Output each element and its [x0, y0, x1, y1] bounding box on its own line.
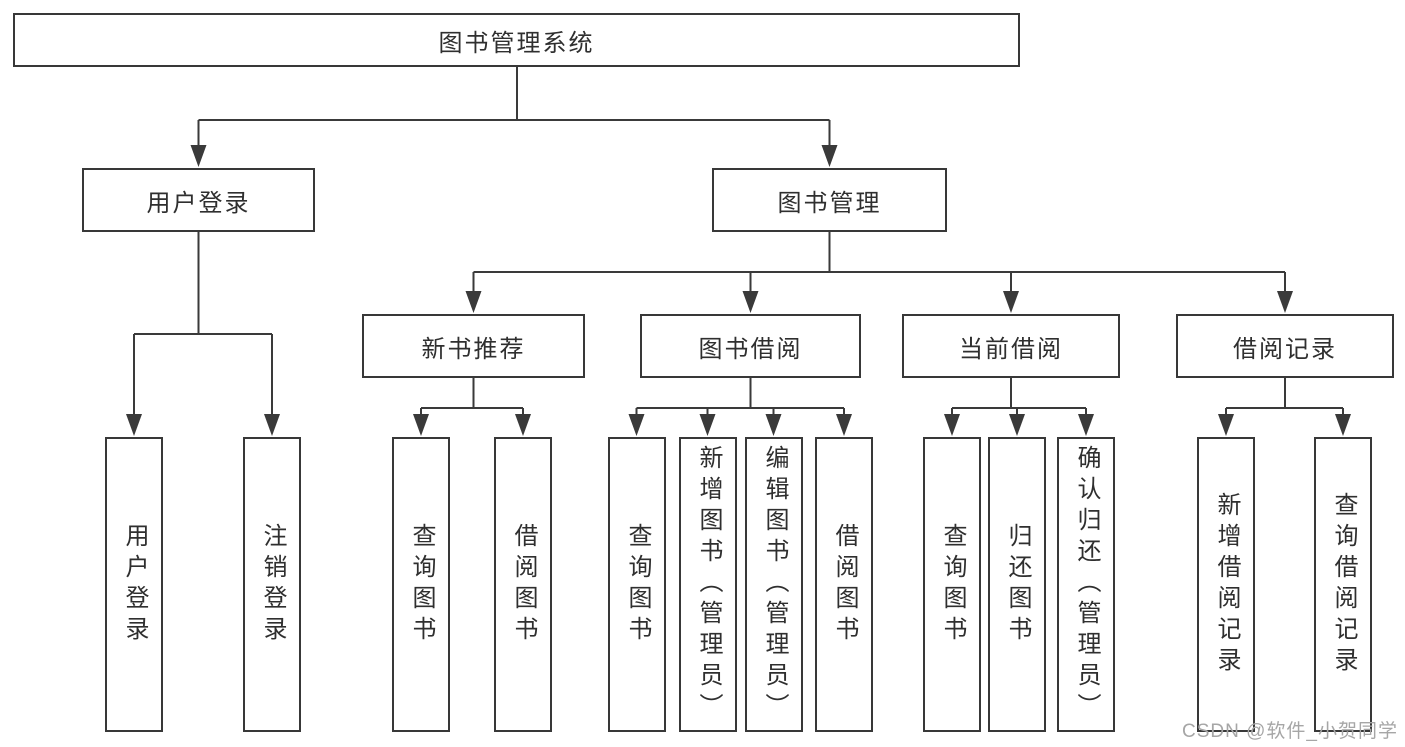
- leaf-query-borrow-record: 查询借阅记录: [1314, 437, 1372, 732]
- node-label: 图书管理系统: [438, 29, 595, 57]
- leaf-query-books-recommend: 查询图书: [392, 437, 450, 732]
- leaf-label: 查询图书: [624, 522, 651, 647]
- leaf-return-books: 归还图书: [988, 437, 1046, 732]
- leaf-label: 查询图书: [408, 522, 435, 647]
- node-label: 用户登录: [146, 189, 251, 217]
- leaf-query-books-borrow: 查询图书: [608, 437, 666, 732]
- node-new-book-recommend: 新书推荐: [362, 314, 585, 378]
- node-book-borrow: 图书借阅: [640, 314, 861, 378]
- node-label: 借阅记录: [1233, 335, 1337, 363]
- leaf-label: 查询图书: [939, 522, 966, 647]
- leaf-label: 编辑图书（管理员）: [761, 445, 788, 724]
- leaf-label: 新增借阅记录: [1213, 491, 1240, 678]
- leaf-label: 新增图书（管理员）: [695, 445, 722, 724]
- leaf-edit-books-admin: 编辑图书（管理员）: [745, 437, 803, 732]
- node-library-management-system: 图书管理系统: [13, 13, 1020, 67]
- leaf-label: 借阅图书: [510, 522, 537, 647]
- leaf-confirm-return-admin: 确认归还（管理员）: [1057, 437, 1115, 732]
- leaf-label: 注销登录: [259, 522, 286, 647]
- leaf-label: 归还图书: [1004, 522, 1031, 647]
- leaf-label: 确认归还（管理员）: [1073, 445, 1100, 724]
- node-borrow-records: 借阅记录: [1176, 314, 1394, 378]
- node-current-borrow: 当前借阅: [902, 314, 1120, 378]
- node-label: 当前借阅: [959, 335, 1063, 363]
- leaf-borrow-books-recommend: 借阅图书: [494, 437, 552, 732]
- leaf-add-books-admin: 新增图书（管理员）: [679, 437, 737, 732]
- leaf-query-books-current: 查询图书: [923, 437, 981, 732]
- leaf-user-login: 用户登录: [105, 437, 163, 732]
- leaf-label: 用户登录: [121, 522, 148, 647]
- leaf-add-borrow-record: 新增借阅记录: [1197, 437, 1255, 732]
- leaf-logout: 注销登录: [243, 437, 301, 732]
- leaf-borrow-books: 借阅图书: [815, 437, 873, 732]
- node-label: 图书管理: [777, 189, 882, 217]
- leaf-label: 查询借阅记录: [1330, 491, 1357, 678]
- node-user-login: 用户登录: [82, 168, 315, 232]
- node-book-management: 图书管理: [712, 168, 947, 232]
- csdn-watermark: CSDN @软件_小贺同学: [1182, 721, 1398, 742]
- node-label: 新书推荐: [421, 335, 526, 363]
- arrowheads: [126, 145, 1351, 436]
- node-label: 图书借阅: [698, 335, 803, 363]
- leaf-label: 借阅图书: [831, 522, 858, 647]
